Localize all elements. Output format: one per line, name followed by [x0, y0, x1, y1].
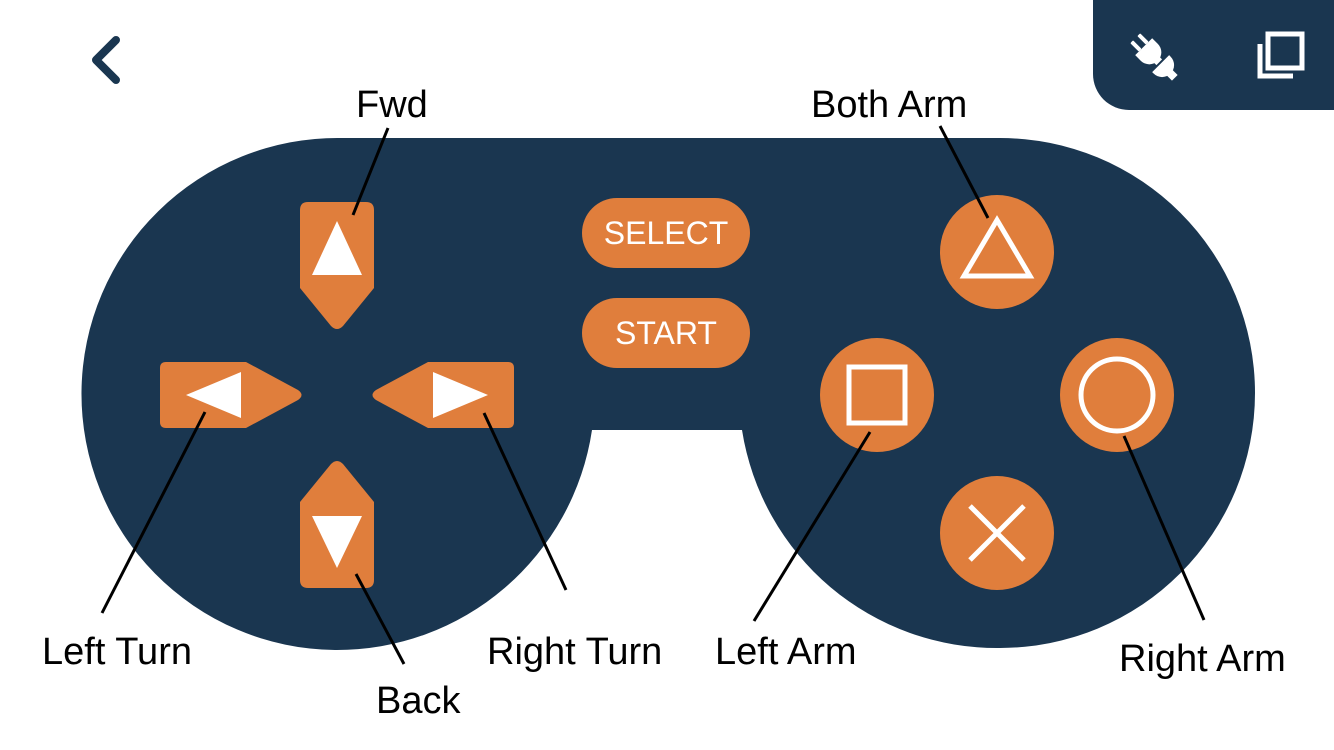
back-button[interactable]: [78, 30, 134, 90]
dpad-up-button[interactable]: [300, 202, 374, 329]
plug-icon: [1130, 33, 1178, 81]
arrow-down-icon: [312, 516, 362, 568]
triangle-button[interactable]: [940, 195, 1054, 309]
left-turn-label: Left Turn: [42, 631, 192, 673]
back-label: Back: [376, 680, 461, 722]
square-icon: [846, 364, 908, 426]
chevron-left-icon: [92, 36, 120, 84]
right-arm-label: Right Arm: [1119, 638, 1286, 680]
top-toolbar: [1093, 0, 1334, 110]
select-button-label: SELECT: [604, 215, 728, 251]
connect-button[interactable]: [1125, 28, 1185, 88]
fwd-label: Fwd: [356, 84, 428, 126]
window-button[interactable]: [1251, 28, 1311, 88]
arrow-right-icon: [433, 372, 488, 418]
copy-window-icon: [1257, 31, 1305, 79]
arrow-left-icon: [186, 372, 241, 418]
left-arm-label: Left Arm: [715, 631, 857, 673]
both-arm-label: Both Arm: [811, 84, 968, 126]
cross-button[interactable]: [940, 476, 1054, 590]
right-turn-label: Right Turn: [487, 631, 663, 673]
select-button[interactable]: SELECT: [582, 198, 750, 268]
cross-icon: [968, 504, 1026, 562]
dpad-down-button[interactable]: [300, 461, 374, 588]
start-button[interactable]: START: [582, 298, 750, 368]
circle-icon: [1078, 356, 1156, 434]
start-button-label: START: [615, 315, 717, 351]
square-button[interactable]: [820, 338, 934, 452]
triangle-icon: [959, 215, 1035, 279]
circle-button[interactable]: [1060, 338, 1174, 452]
arrow-up-icon: [312, 221, 362, 275]
dpad-right-button[interactable]: [372, 362, 515, 428]
